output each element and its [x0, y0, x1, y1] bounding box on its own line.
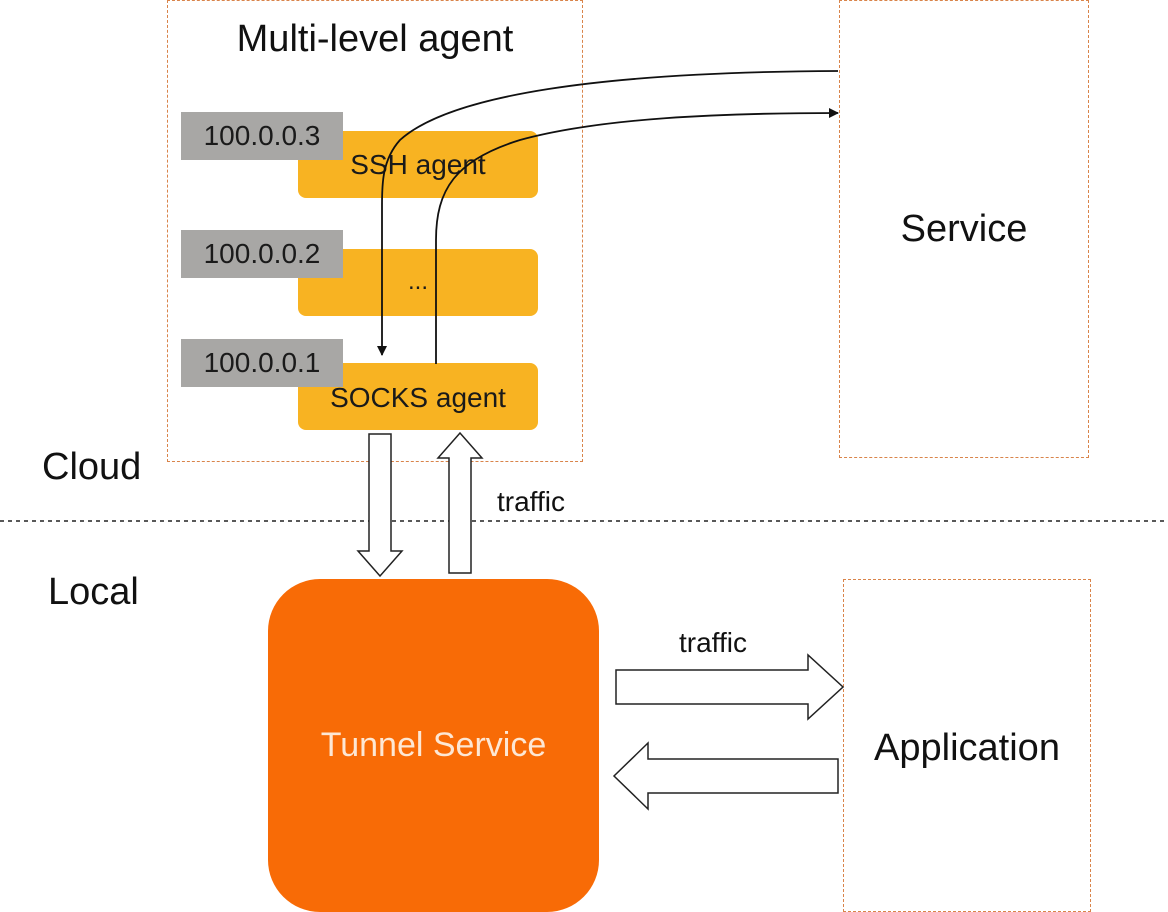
ip-box-agent-2: 100.0.0.2: [181, 230, 343, 278]
local-zone-label: Local: [48, 571, 139, 613]
service-box: [839, 0, 1089, 458]
ip-box-agent-3: 100.0.0.3: [181, 112, 343, 160]
tunnel-service-label: Tunnel Service: [320, 726, 547, 764]
cloud-zone-label: Cloud: [42, 446, 142, 488]
application-label: Application: [874, 727, 1060, 769]
socks-to-service-connector: [435, 108, 839, 364]
left-traffic-arrow: [612, 741, 839, 811]
service-label: Service: [900, 208, 1028, 250]
ssh-agent-label: SSH agent: [350, 149, 486, 180]
vertical-traffic-label: traffic: [497, 486, 565, 517]
multi-level-agent-title: Multi-level agent: [236, 18, 514, 60]
tunnel-service-box: Tunnel Service: [268, 579, 599, 912]
right-traffic-arrow: [615, 653, 845, 721]
horizontal-traffic-label: traffic: [679, 627, 747, 658]
service-to-socks-connector: [377, 70, 839, 356]
intermediate-agent-label: ...: [407, 268, 428, 295]
down-traffic-arrow: [356, 433, 404, 578]
up-traffic-arrow: [436, 431, 484, 574]
socks-agent-label: SOCKS agent: [330, 382, 506, 413]
ip-box-agent-1: 100.0.0.1: [181, 339, 343, 387]
